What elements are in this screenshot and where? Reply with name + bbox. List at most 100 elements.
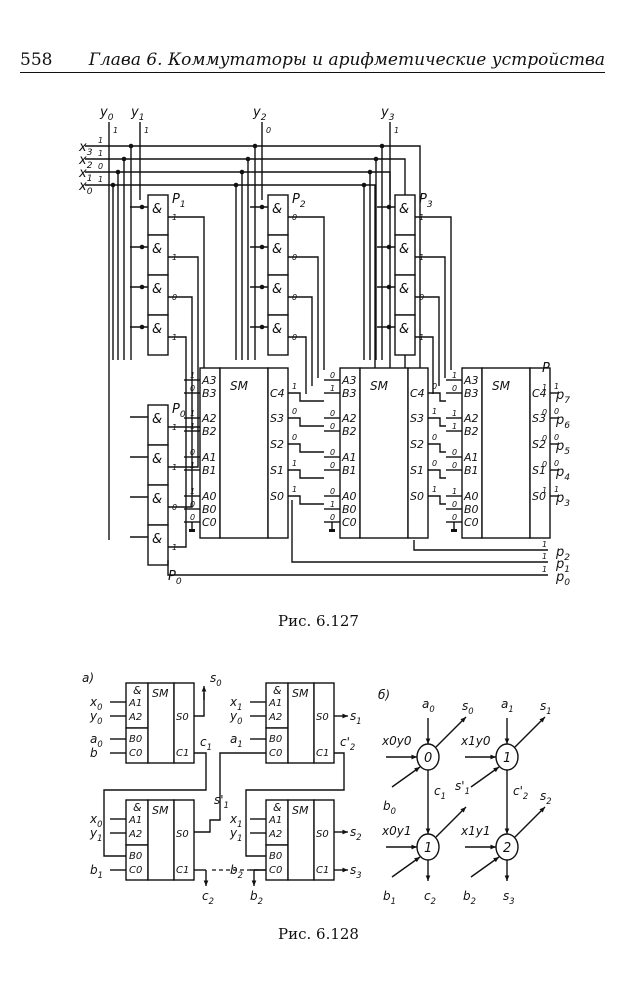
adder-output-pin: S1: [532, 464, 546, 477]
adder-output-column: [529, 367, 551, 539]
sm-output-column: [173, 799, 195, 881]
product-value: 1: [542, 565, 547, 574]
adder-output-pin: S1: [270, 464, 284, 477]
node-top-input-label: a0: [422, 697, 435, 714]
input-label: x1: [229, 812, 242, 829]
adder-input-pin: A1: [463, 451, 479, 464]
node-output-label: s2: [540, 789, 552, 806]
arrowhead-icon: [460, 807, 466, 813]
adder-input-value: 1: [190, 461, 195, 470]
product-value: 1: [542, 540, 547, 549]
and-gate: [147, 524, 169, 566]
and-output-wire: [415, 216, 452, 370]
junction-dot: [139, 204, 145, 210]
output-label: b2: [250, 889, 263, 906]
product-output-label: p0: [555, 570, 570, 588]
adder-output-value: 0: [292, 407, 297, 416]
node-left-input-label: x0y0: [381, 734, 412, 748]
y-input-value: 1: [113, 126, 118, 135]
pin-label: C0: [129, 865, 142, 876]
adder-input-value: 1: [452, 422, 457, 431]
adder-input-pin: A0: [463, 490, 479, 503]
adder-output-value: 1: [292, 485, 297, 494]
adder-input-value: 1: [330, 500, 335, 509]
sm-label: SM: [152, 804, 169, 817]
adder-input-pin: A1: [201, 451, 217, 464]
and-group-label: P1: [172, 192, 186, 210]
adder-output-pin: S1: [410, 464, 424, 477]
adder-input-value: 0: [452, 384, 457, 393]
adder-input-pin: A3: [341, 374, 357, 387]
adder-input-pin: B2: [342, 425, 357, 438]
product-output-label: p5: [555, 439, 570, 457]
and-gate-symbol: &: [399, 202, 409, 217]
adder-input-pin: B1: [342, 464, 357, 477]
product-wire: [167, 560, 548, 576]
adder-input-value: 0: [330, 422, 335, 431]
x-input-wire: [85, 145, 421, 450]
and-gate-symbol: &: [272, 282, 282, 297]
product-value: 1: [542, 383, 547, 392]
product-output-label: p6: [555, 413, 570, 431]
adder-input-value: 0: [190, 384, 195, 393]
arrowhead-icon: [493, 857, 499, 863]
adder-input-pin: C0: [464, 516, 479, 529]
output-label: s1: [350, 709, 362, 726]
adder-output-pin: S2: [410, 438, 424, 451]
junction-dot: [139, 324, 145, 330]
product-label: P: [542, 361, 550, 376]
adder-output-value: 1: [292, 459, 297, 468]
pin-label: A1: [128, 698, 142, 709]
arrowhead-icon: [342, 713, 348, 719]
adder-input-pin: B3: [202, 387, 217, 400]
p0-label: P0: [168, 569, 182, 587]
adder-input-value: 1: [190, 422, 195, 431]
adder-input-value: 0: [190, 500, 195, 509]
and-gate: [267, 314, 289, 356]
and-gate: [394, 314, 416, 356]
adder-chain-wire: [428, 495, 446, 505]
adder-output-pin: S3: [270, 412, 284, 425]
y-input-label: y1: [130, 105, 145, 123]
pin-label: C0: [269, 748, 282, 759]
product-value: 1: [542, 486, 547, 495]
adder-input-pin: A3: [201, 374, 217, 387]
and-group-label: P0: [172, 402, 186, 420]
arrowhead-icon: [504, 875, 510, 881]
output-label: c'2: [340, 735, 355, 752]
adder-input-pin: C0: [202, 516, 217, 529]
and-gate-symbol: &: [272, 202, 282, 217]
arrowhead-icon: [342, 829, 348, 835]
x-input-label: x3: [78, 140, 93, 158]
pin-label: A2: [128, 829, 142, 840]
wire: [103, 752, 207, 857]
sm-output-column: [313, 799, 335, 881]
adder-input-value: 1: [452, 487, 457, 496]
adder-input-value: 0: [452, 461, 457, 470]
and-gate-symbol: &: [152, 412, 162, 427]
arrowhead-icon: [251, 880, 257, 886]
and-output-wire: [288, 296, 313, 386]
pin-label: C1: [176, 865, 189, 876]
page-header: 558 Глава 6. Коммутаторы и арифметически…: [20, 48, 605, 73]
adder-input-value: 1: [190, 409, 195, 418]
product-value: 0: [542, 434, 547, 443]
node-output-label: s3: [503, 889, 515, 906]
x-input-label: x2: [78, 153, 93, 171]
adder-chain-wire: [288, 495, 324, 505]
y-input-value: 1: [144, 126, 149, 135]
ground-icon: [451, 529, 457, 532]
arrowhead-icon: [504, 738, 510, 744]
and-symbol: &: [133, 684, 142, 697]
arrowhead-icon: [201, 686, 207, 692]
arrow-wire: [514, 806, 546, 838]
and-output-wire: [168, 296, 193, 386]
wire: [194, 693, 205, 717]
adder-input-pin: A2: [201, 412, 217, 425]
ground-icon: [189, 529, 195, 532]
y-input-value: 0: [266, 126, 271, 135]
pin-label: S0: [176, 829, 189, 840]
adder-input-pin: B0: [342, 503, 357, 516]
input-label: b1: [90, 863, 103, 880]
arrowhead-icon: [411, 754, 417, 760]
